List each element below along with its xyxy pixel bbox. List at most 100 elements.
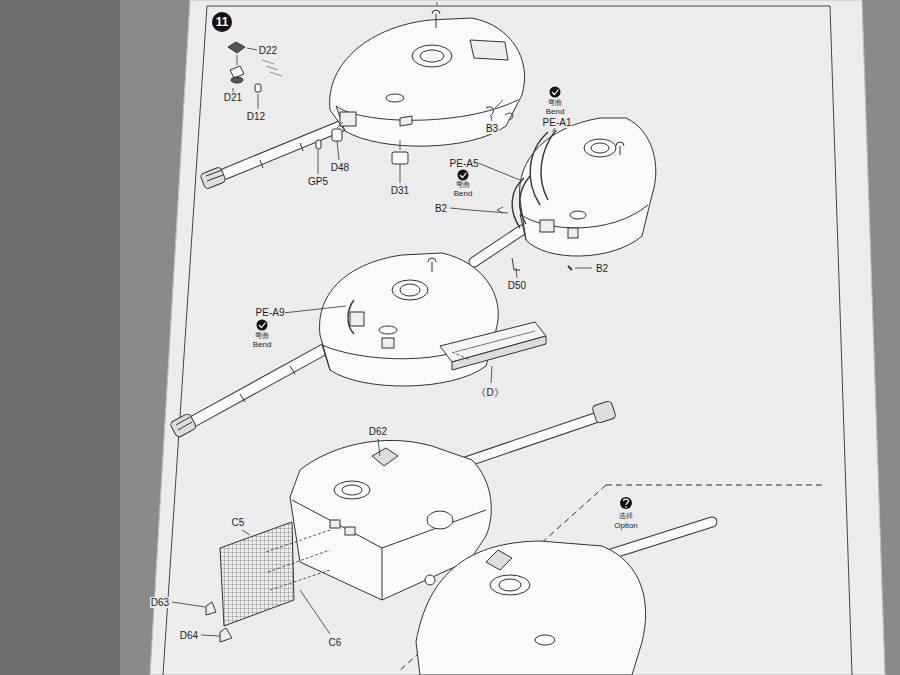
turret-drawing (428, 258, 436, 272)
part-label: B2 (434, 203, 448, 214)
leader-line (450, 208, 508, 213)
part-label: GP5 (307, 176, 329, 187)
leader-line (337, 122, 343, 128)
leader-line (258, 94, 259, 109)
stowage-rack (452, 336, 546, 370)
paper-sheet (150, 0, 885, 675)
turret-drawing (206, 170, 223, 181)
photo-etch-part (512, 130, 556, 228)
option-divider (606, 485, 826, 486)
leader-line (497, 207, 503, 213)
photo-etch-part (348, 300, 354, 334)
mesh-basket (220, 628, 232, 642)
turret-drawing (194, 345, 332, 421)
part-label: 选择 (618, 512, 634, 520)
page-frame (163, 6, 207, 675)
turret-drawing (240, 394, 245, 402)
turret-drawing (499, 579, 521, 591)
turret-drawing (427, 511, 453, 529)
leader-line (450, 127, 592, 278)
part-label: 弯曲 (254, 332, 270, 340)
photo-etch-part (348, 300, 354, 334)
part-label: PE-A1 (542, 117, 573, 128)
part-label: Bend (252, 341, 273, 350)
leader-line (400, 140, 401, 150)
page-frame (830, 6, 852, 675)
bend-icon (458, 170, 469, 181)
turret-drawing (290, 366, 295, 374)
bend-icon (259, 323, 266, 328)
turret-drawing (505, 113, 513, 120)
turret-drawing (535, 635, 555, 645)
leader-line (568, 266, 572, 270)
small-parts (228, 42, 493, 164)
turret-drawing (470, 40, 508, 60)
turret-drawing (416, 541, 646, 675)
part-label: D48 (330, 162, 350, 173)
small-parts (392, 152, 408, 164)
turret-drawing (200, 166, 226, 189)
turret-drawing (222, 124, 346, 175)
photo-etch-part (520, 176, 530, 224)
step-number-text: 11 (216, 16, 229, 28)
photo-etch-part (541, 130, 556, 200)
turret-drawing (400, 284, 420, 296)
page-frame (163, 6, 852, 675)
mesh-basket (206, 522, 294, 642)
leader-line (242, 530, 250, 535)
turret-drawing (300, 143, 303, 151)
part-label: PE-A9 (255, 307, 286, 318)
part-label: D64 (179, 630, 199, 641)
option-icon (625, 506, 627, 508)
mesh-basket (206, 602, 216, 615)
small-parts (228, 42, 245, 53)
turret-drawing (474, 118, 656, 270)
turret-drawing (584, 139, 616, 157)
turret-drawing (372, 448, 398, 466)
photo-etch-part (512, 178, 524, 228)
turret-drawing (392, 280, 428, 300)
turret-drawing (330, 18, 525, 146)
turret-drawing (320, 253, 499, 386)
bend-icon (552, 90, 559, 95)
turret-drawing (520, 205, 648, 240)
turret-drawing (420, 50, 444, 62)
leader-line (575, 268, 592, 269)
turret-drawing (520, 118, 656, 256)
turret-drawing (474, 230, 522, 262)
leader-line (552, 127, 556, 132)
turret-drawing (490, 575, 530, 595)
turret-drawing (342, 485, 362, 495)
turret-drawing (340, 112, 356, 126)
leader-line (237, 55, 238, 65)
turret-drawing (350, 312, 364, 326)
turret-drawing (570, 211, 586, 219)
leader-line (266, 530, 330, 590)
part-label: Bend (453, 190, 474, 199)
turret-drawing (260, 160, 263, 168)
turret-drawing (176, 417, 192, 430)
part-label: D21 (223, 92, 243, 103)
bend-icon (257, 320, 268, 331)
page-frame (207, 6, 830, 7)
small-parts (230, 66, 244, 78)
part-label: D31 (390, 185, 410, 196)
turret-drawing (474, 230, 522, 262)
leader-line (437, 2, 438, 5)
part-label: Option (613, 522, 639, 531)
turret-drawing (616, 142, 624, 155)
leader-line (337, 141, 339, 160)
turret-drawing (592, 400, 617, 423)
option-icon (620, 497, 632, 509)
stowage-rack (455, 331, 535, 352)
leader-line (495, 100, 503, 108)
table-background (0, 0, 120, 675)
part-label: Bend (545, 108, 566, 117)
part-label: B2 (595, 263, 609, 274)
part-label: PE-A5 (449, 158, 480, 169)
leader-line (300, 590, 330, 634)
turret-drawing (200, 10, 525, 190)
